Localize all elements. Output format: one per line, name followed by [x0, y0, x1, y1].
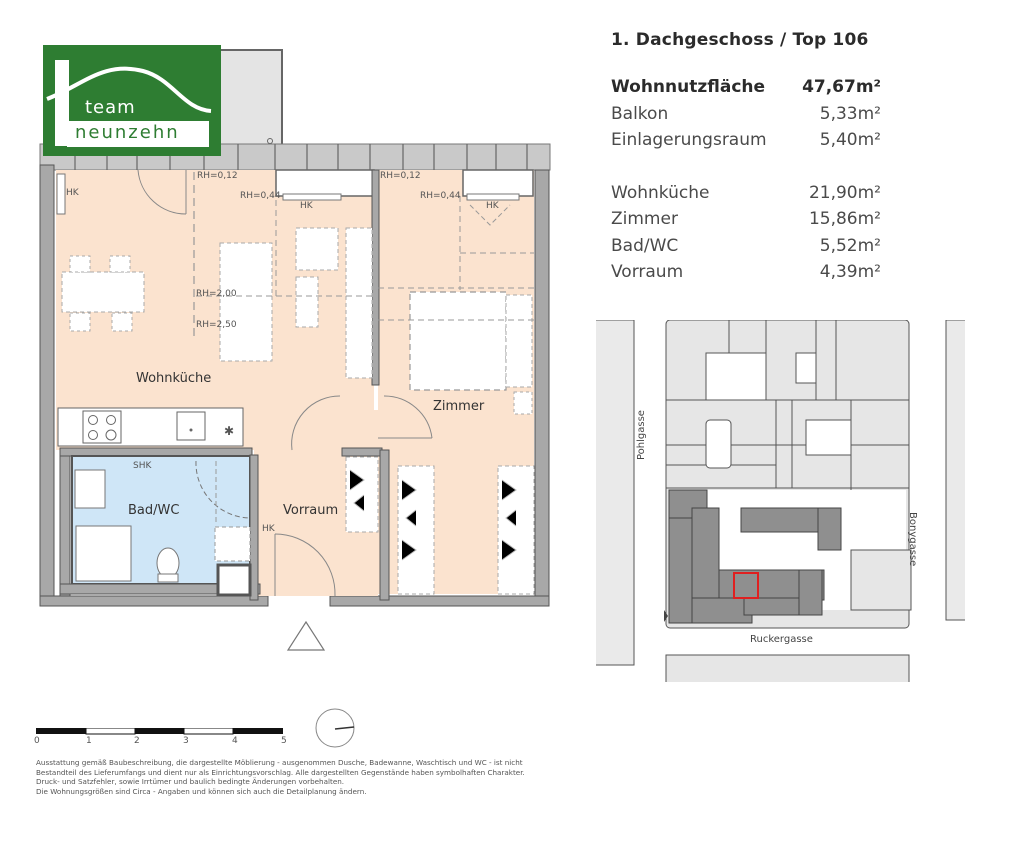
radiator-label: HK	[262, 524, 275, 534]
street-label-south: Ruckergasse	[750, 634, 813, 645]
area-value: 4,39m²	[819, 262, 881, 282]
scale-tick: 0	[34, 736, 40, 746]
disclaimer-line: Bestandteil des Lieferumfangs und dient …	[36, 767, 525, 777]
area-row-wohnnutzflaeche: Wohnnutzfläche 47,67m²	[611, 77, 891, 101]
logo-mark-icon	[46, 60, 212, 146]
ceiling-height-label: RH=0,44	[240, 191, 281, 201]
ceiling-height-label: RH=0,12	[380, 171, 421, 181]
bath-radiator-label: SHK	[133, 461, 152, 471]
unit-title: 1. Dachgeschoss / Top 106	[611, 30, 869, 50]
ceiling-height-label: RH=0,44	[420, 191, 461, 201]
area-row-balkon: Balkon 5,33m²	[611, 104, 891, 128]
area-value: 5,52m²	[819, 236, 881, 256]
site-plan-map	[596, 320, 965, 682]
street-label-east: Bonygasse	[907, 512, 918, 567]
area-row-zimmer: Zimmer 15,86m²	[611, 209, 891, 233]
street-label-west: Pohlgasse	[636, 410, 647, 460]
brand-logo: team neunzehn	[43, 45, 221, 156]
north-arrow-icon	[315, 708, 355, 748]
room-label-wohnkueche: Wohnküche	[136, 371, 212, 386]
disclaimer-line: Druck- und Satzfehler, sowie Irrtümer un…	[36, 777, 345, 786]
scale-tick: 3	[183, 736, 189, 746]
area-label: Bad/WC	[611, 236, 679, 256]
area-value: 47,67m²	[802, 77, 881, 97]
logo-text-neunzehn: neunzehn	[75, 122, 180, 143]
scale-tick: 5	[281, 736, 287, 746]
area-row-vorraum: Vorraum 4,39m²	[611, 262, 891, 286]
radiator-label: HK	[66, 188, 79, 198]
disclaimer-line: Ausstattung gemäß Baubeschreibung, die d…	[36, 758, 523, 767]
area-label: Balkon	[611, 104, 669, 124]
scale-bar	[36, 728, 283, 735]
ceiling-height-label: RH=2,00	[196, 289, 237, 299]
room-label-zimmer: Zimmer	[433, 399, 485, 414]
radiator-label: HK	[486, 201, 499, 211]
area-label: Wohnküche	[611, 183, 710, 203]
disclaimer-line: Die Wohnungsgrößen sind Circa - Angaben …	[36, 786, 367, 796]
area-label: Wohnnutzfläche	[611, 77, 766, 97]
logo-band	[67, 121, 209, 147]
scale-tick: 4	[232, 736, 238, 746]
room-label-bad: Bad/WC	[128, 503, 180, 518]
logo-text-team: team	[85, 97, 136, 118]
scale-tick: 2	[134, 736, 140, 746]
floor-plan: ✱	[39, 49, 551, 651]
area-label: Vorraum	[611, 262, 684, 282]
area-value: 5,40m²	[819, 130, 881, 150]
area-value: 15,86m²	[808, 209, 881, 229]
area-row-bad: Bad/WC 5,52m²	[611, 236, 891, 260]
area-label: Einlagerungsraum	[611, 130, 767, 150]
area-value: 21,90m²	[808, 183, 881, 203]
disclaimer-text: Ausstattung gemäß Baubeschreibung, die d…	[36, 758, 636, 796]
scale-tick: 1	[86, 736, 92, 746]
room-label-vorraum: Vorraum	[283, 503, 339, 518]
ceiling-height-label: RH=0,12	[197, 171, 238, 181]
area-label: Zimmer	[611, 209, 678, 229]
area-value: 5,33m²	[819, 104, 881, 124]
svg-text:✱: ✱	[224, 424, 234, 438]
ceiling-height-label: RH=2,50	[196, 320, 237, 330]
unit-highlight-marker	[733, 572, 759, 599]
area-row-wohnkueche: Wohnküche 21,90m²	[611, 183, 891, 207]
area-row-einlagerungsraum: Einlagerungsraum 5,40m²	[611, 130, 891, 154]
radiator-label: HK	[300, 201, 313, 211]
